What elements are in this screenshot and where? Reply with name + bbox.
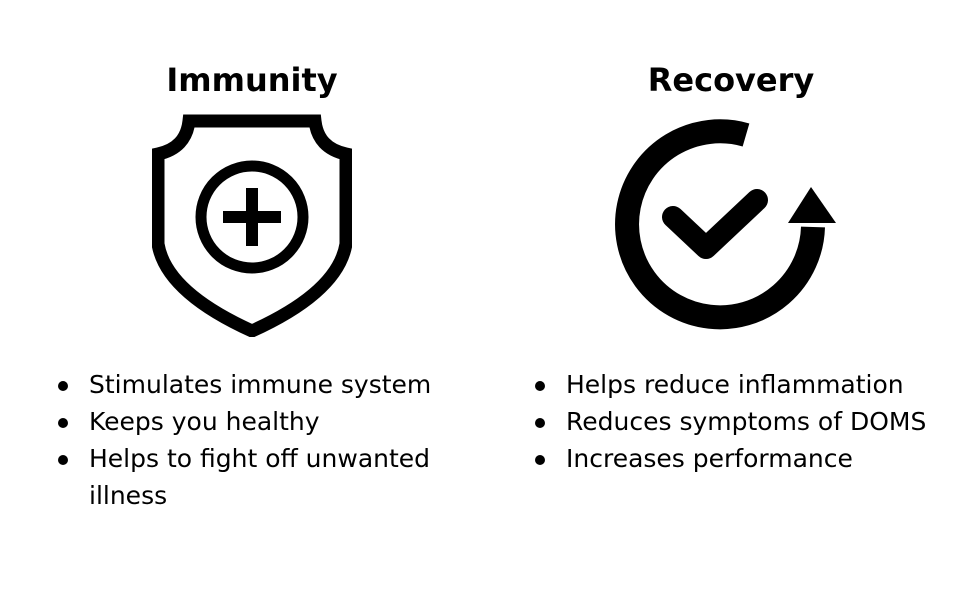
list-item: Increases performance [533, 440, 953, 477]
list-item: Stimulates immune system [56, 366, 476, 403]
list-item: Keeps you healthy [56, 403, 476, 440]
circular-arrow-check-icon [601, 112, 837, 337]
list-item: Reduces symptoms of DOMS [533, 403, 953, 440]
immunity-benefits-list: Stimulates immune system Keeps you healt… [56, 366, 476, 514]
list-item: Helps to fight off unwanted illness [56, 440, 476, 514]
recovery-benefits-list: Helps reduce inflammation Reduces sympto… [533, 366, 953, 477]
shield-plus-icon [152, 112, 352, 337]
immunity-title: Immunity [166, 61, 338, 99]
list-item: Helps reduce inflammation [533, 366, 953, 403]
recovery-title: Recovery [647, 61, 815, 99]
